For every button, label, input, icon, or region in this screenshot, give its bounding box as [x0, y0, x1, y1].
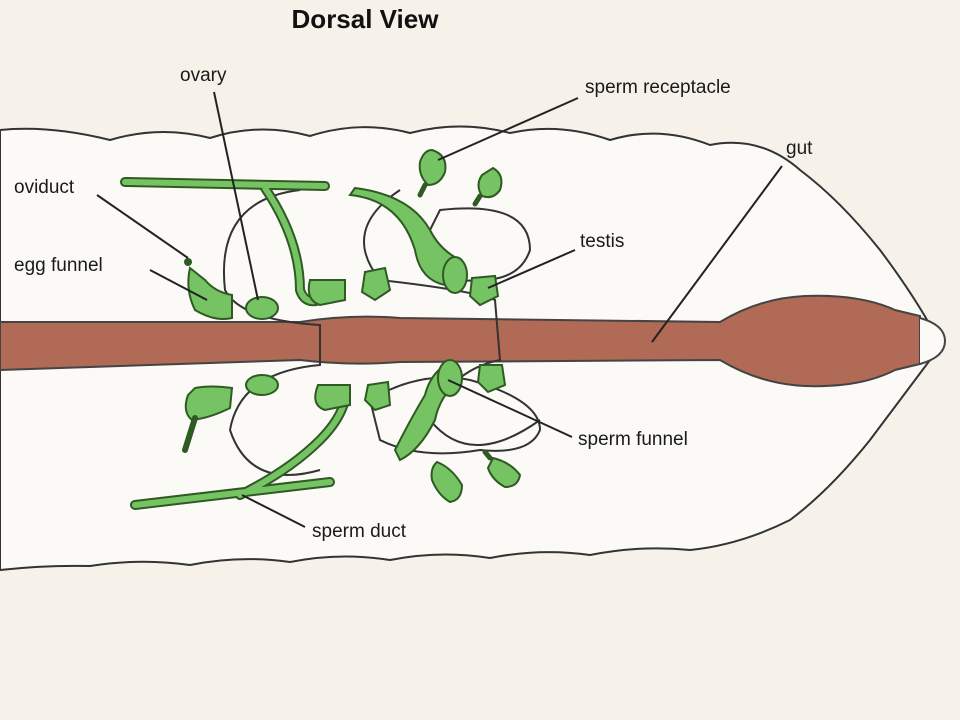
sperm-receptacle-1 — [418, 148, 447, 187]
sperm-funnel-lower-mouth — [437, 359, 463, 397]
gut-tip — [919, 317, 947, 365]
diagram-title: Dorsal View — [291, 4, 439, 34]
leader-gut — [651, 165, 783, 343]
sperm-receptacle-4-stalk — [482, 449, 493, 461]
label-sperm-duct: sperm duct — [312, 521, 406, 542]
sperm-receptacle-3 — [430, 460, 464, 504]
leader-oviduct — [96, 194, 189, 259]
leader-testis — [487, 249, 576, 289]
egg-funnel-lower-duct — [182, 415, 198, 453]
funnel-piece-lower-left — [314, 384, 351, 412]
testis-lower-left — [363, 380, 392, 412]
sperm-funnel-upper-mouth — [442, 256, 468, 294]
label-gut: gut — [786, 138, 813, 159]
leader-egg-funnel — [149, 269, 208, 301]
ovary-lower — [245, 374, 279, 396]
leader-sperm-receptacle — [437, 97, 579, 161]
label-egg-funnel: egg funnel — [14, 255, 103, 276]
label-testis: testis — [580, 231, 625, 252]
label-sperm-funnel: sperm funnel — [578, 429, 688, 450]
egg-funnel-lower — [184, 385, 234, 422]
sperm-receptacle-4 — [486, 456, 522, 489]
leader-lines — [96, 91, 783, 528]
leader-ovary — [213, 91, 259, 301]
segment-outline-left — [223, 189, 321, 476]
egg-funnel-upper-pore — [184, 258, 192, 266]
sperm-receptacle-2-stalk — [472, 193, 483, 207]
label-oviduct: oviduct — [14, 177, 75, 198]
segment-outline-right — [363, 189, 541, 446]
ovary — [245, 296, 279, 320]
testis-upper-left — [360, 266, 392, 302]
sperm-duct-tube-fill — [132, 397, 348, 508]
testis — [468, 274, 500, 307]
leader-sperm-duct — [241, 494, 306, 528]
leader-sperm-funnel — [447, 379, 573, 438]
label-ovary: ovary — [180, 65, 227, 86]
sperm-receptacle-1-stalk — [417, 182, 428, 198]
oviduct-tube-fill — [122, 179, 328, 305]
sperm-receptacle-2 — [477, 166, 503, 199]
funnel-piece-upper-left — [307, 279, 346, 307]
label-sperm-receptacle: sperm receptacle — [585, 77, 731, 98]
testis-lower-right — [476, 364, 507, 394]
